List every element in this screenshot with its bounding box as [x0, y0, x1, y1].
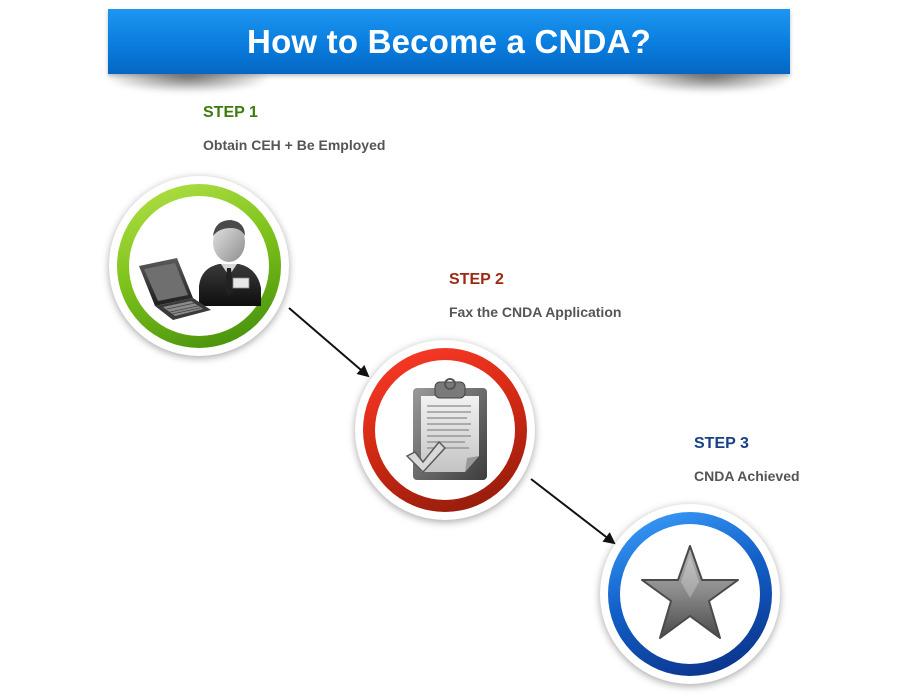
- title-banner: How to Become a CNDA?: [108, 9, 790, 74]
- employee-laptop-icon: [139, 220, 261, 320]
- step-1-label: STEP 1: [203, 104, 258, 121]
- step-1-circle: [109, 176, 289, 356]
- arrow-step2-to-step3: [530, 478, 616, 545]
- step-3-description: CNDA Achieved: [694, 468, 800, 484]
- clipboard-form-icon: [405, 378, 487, 480]
- step-2-description: Fax the CNDA Application: [449, 304, 622, 320]
- step-3-circle: [600, 504, 780, 684]
- step-3-label: STEP 3: [694, 435, 749, 452]
- arrow-step1-to-step2: [288, 307, 370, 378]
- step-1-description: Obtain CEH + Be Employed: [203, 137, 386, 153]
- star-icon: [641, 545, 739, 639]
- step-2-circle: [355, 340, 535, 520]
- page-title: How to Become a CNDA?: [247, 22, 651, 60]
- step-2-label: STEP 2: [449, 271, 504, 288]
